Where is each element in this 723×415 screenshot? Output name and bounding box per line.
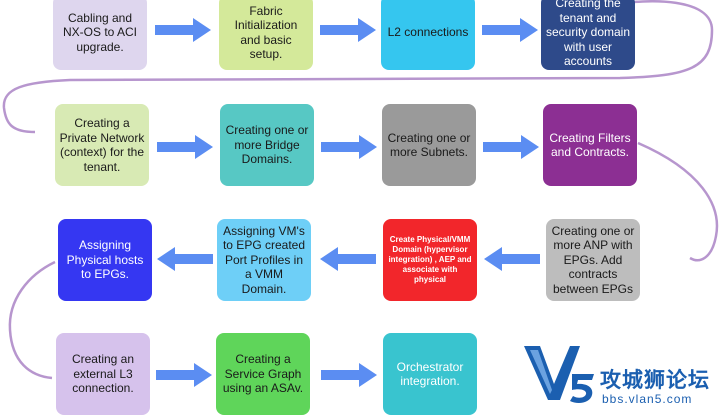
- step-filters-contracts: Creating Filters and Contracts.: [543, 104, 637, 186]
- step-label: Creating one or more ANP with EPGs. Add …: [551, 223, 635, 296]
- step-anp-epgs: Creating one or more ANP with EPGs. Add …: [546, 219, 640, 301]
- step-bridge-domains: Creating one or more Bridge Domains.: [220, 104, 314, 186]
- step-label: Create Physical/VMM Domain (hypervisor i…: [388, 235, 472, 284]
- step-external-l3: Creating an external L3 connection.: [56, 333, 150, 415]
- step-l2-connections: L2 connections: [381, 0, 475, 70]
- arrow-left-icon: [320, 247, 376, 271]
- arrow-right-icon: [155, 18, 211, 42]
- arrow-right-icon: [156, 363, 212, 387]
- step-label: L2 connections: [387, 25, 469, 40]
- arrow-left-icon: [484, 247, 540, 271]
- step-label: Creating the tenant and security domain …: [545, 0, 631, 69]
- arrow-right-icon: [321, 363, 377, 387]
- step-assign-physical-hosts: Assigning Physical hosts to EPGs.: [58, 219, 152, 301]
- arrow-left-icon: [157, 247, 213, 271]
- step-label: Orchestrator integration.: [396, 359, 464, 389]
- watermark-url: bbs.vlan5.com: [602, 392, 693, 406]
- arrow-right-icon: [157, 135, 213, 159]
- step-private-network: Creating a Private Network (context) for…: [55, 104, 149, 186]
- step-cabling-upgrade: Cabling and NX-OS to ACI upgrade.: [53, 0, 147, 70]
- watermark-name: 攻城狮论坛: [600, 369, 710, 392]
- step-assign-vms: Assigning VM's to EPG created Port Profi…: [217, 219, 311, 301]
- arrow-right-icon: [321, 135, 377, 159]
- step-label: Creating a Private Network (context) for…: [59, 116, 145, 174]
- step-fabric-initialization: Fabric Initialization and basic setup.: [219, 0, 313, 70]
- step-label: Creating an external L3 connection.: [71, 352, 135, 396]
- step-service-graph: Creating a Service Graph using an ASAv.: [216, 333, 310, 415]
- step-label: Creating one or more Subnets.: [387, 130, 471, 160]
- step-label: Cabling and NX-OS to ACI upgrade.: [62, 10, 138, 54]
- step-label: Creating one or more Bridge Domains.: [225, 123, 309, 167]
- step-label: Creating a Service Graph using an ASAv.: [222, 352, 304, 396]
- step-tenant-security-domain: Creating the tenant and security domain …: [541, 0, 635, 70]
- arrow-right-icon: [482, 18, 538, 42]
- step-orchestrator: Orchestrator integration.: [383, 333, 477, 415]
- step-label: Fabric Initialization and basic setup.: [234, 3, 298, 62]
- step-physical-vmm-domain: Create Physical/VMM Domain (hypervisor i…: [383, 219, 477, 301]
- step-subnets: Creating one or more Subnets.: [382, 104, 476, 186]
- step-label: Assigning VM's to EPG created Port Profi…: [222, 223, 306, 296]
- step-label: Creating Filters and Contracts.: [549, 130, 631, 160]
- v5-logo-icon: [524, 346, 594, 403]
- arrow-right-icon: [483, 135, 539, 159]
- step-label: Assigning Physical hosts to EPGs.: [66, 238, 144, 282]
- arrow-right-icon: [320, 18, 376, 42]
